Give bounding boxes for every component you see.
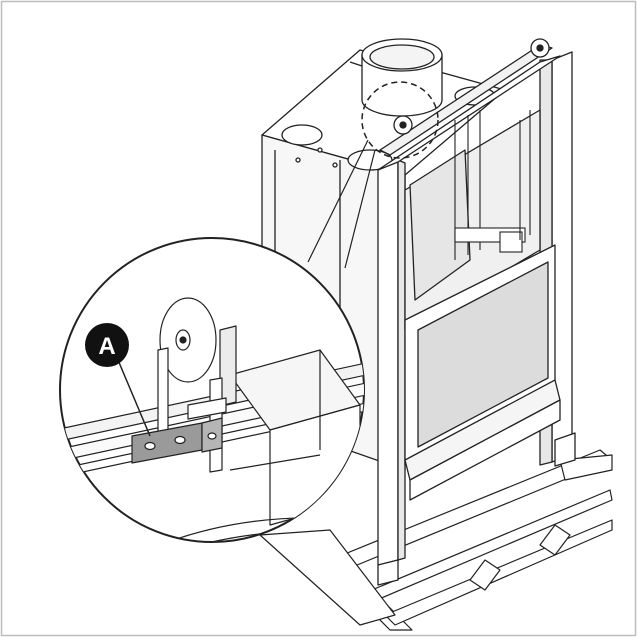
callout-a-badge [85, 323, 129, 367]
callout-a-leader [117, 359, 151, 437]
callout-a: A [85, 323, 151, 437]
callout-a-label: A [98, 333, 115, 360]
flue-collar [349, 38, 443, 117]
magnifier-leader-lines [307, 139, 376, 269]
front-frame [377, 44, 576, 586]
counterweight-mechanism [454, 110, 531, 260]
pulley-wheels [393, 38, 550, 135]
detail-highlight-circle [361, 81, 439, 159]
pallet [259, 449, 613, 631]
